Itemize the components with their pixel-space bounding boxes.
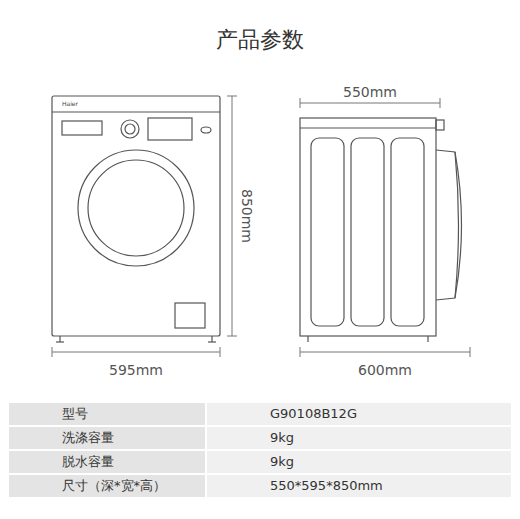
table-cell: 9kg	[270, 430, 294, 446]
table-cell: 脱水容量	[62, 454, 114, 470]
page-title: 产品参数	[216, 27, 304, 53]
dimension-label: 595mm	[109, 362, 163, 379]
table-cell: 型号	[62, 406, 88, 422]
side-view	[300, 118, 462, 342]
dimension-lines	[52, 96, 470, 357]
dimension-label: 600mm	[358, 362, 412, 379]
dimension-label: 850mm	[239, 189, 256, 243]
table-cell: G90108B12G	[270, 406, 357, 422]
front-view	[52, 96, 220, 342]
table-cell: 洗涤容量	[62, 430, 114, 446]
brand-logo: Haier	[62, 100, 78, 107]
table-cell: 9kg	[270, 454, 294, 470]
table-cell: 尺寸（深*宽*高）	[62, 478, 166, 494]
table-bg	[8, 402, 512, 498]
table-cell: 550*595*850mm	[270, 478, 383, 494]
dimension-label: 550mm	[343, 84, 397, 101]
